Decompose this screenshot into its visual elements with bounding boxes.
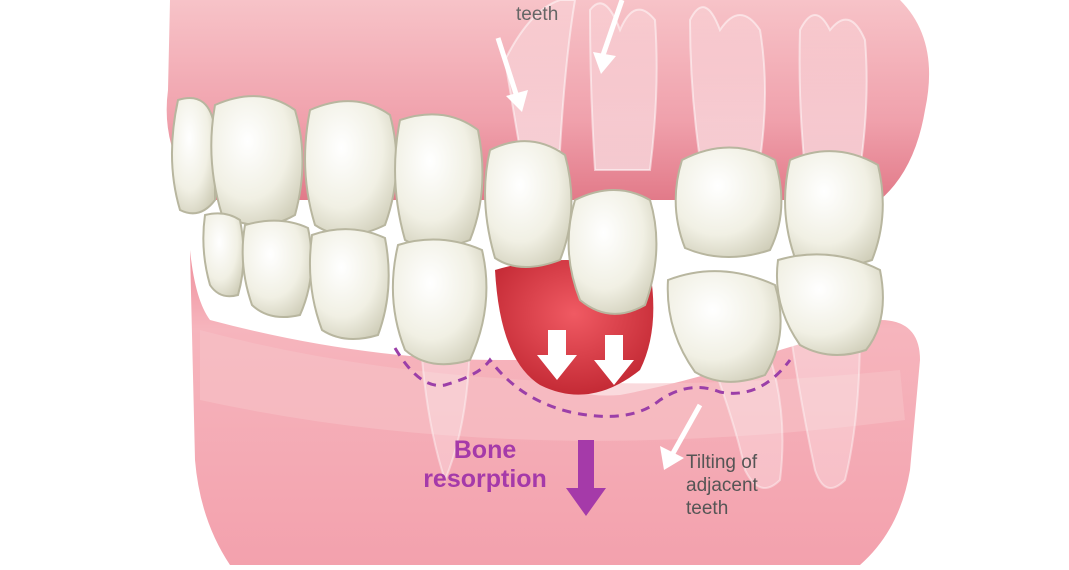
- arrow-down-icon: [566, 440, 606, 516]
- label-line: teeth: [686, 497, 729, 519]
- label-line: teeth: [516, 4, 559, 25]
- lower-teeth: [202, 212, 884, 383]
- bone-level-line: [393, 347, 792, 418]
- label-line: adjacent: [686, 474, 758, 496]
- label-line: Tilting of: [686, 452, 758, 473]
- bone-resorption-label: Bone resorption: [410, 436, 560, 494]
- label-line: resorption: [423, 464, 547, 493]
- arrow-icon: [495, 0, 703, 470]
- upper-teeth: [170, 95, 884, 315]
- label-line: Bone: [453, 436, 517, 464]
- tilting-label: Tilting of adjacent teeth: [686, 452, 758, 520]
- supra-eruption-label: teeth: [516, 4, 558, 26]
- upper-roots: [503, 0, 868, 171]
